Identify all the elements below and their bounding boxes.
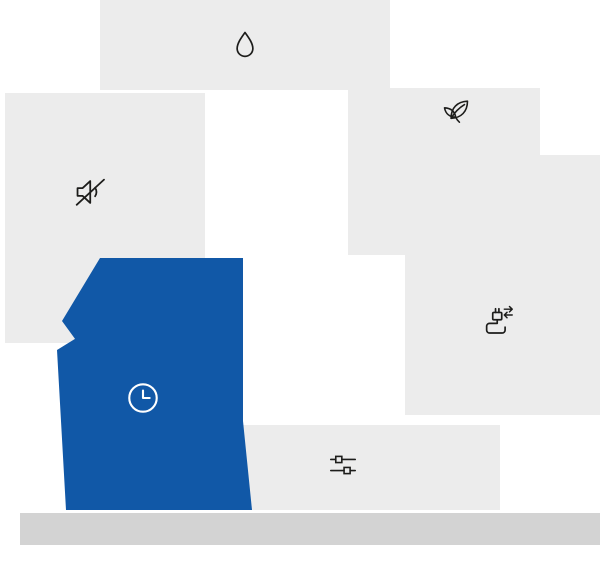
tile-plug[interactable] — [405, 155, 600, 415]
bottom-bar — [20, 513, 600, 545]
tile-water[interactable] — [100, 0, 390, 90]
eco-leaves-icon — [443, 100, 469, 123]
speaker-muted-icon — [75, 178, 105, 206]
clock-icon — [128, 383, 158, 413]
tile-settings[interactable] — [210, 425, 500, 510]
sliders-icon — [329, 455, 357, 475]
plug-sync-icon — [485, 305, 513, 334]
tile-timer-selected[interactable] — [57, 258, 252, 510]
water-drop-icon — [236, 31, 254, 58]
